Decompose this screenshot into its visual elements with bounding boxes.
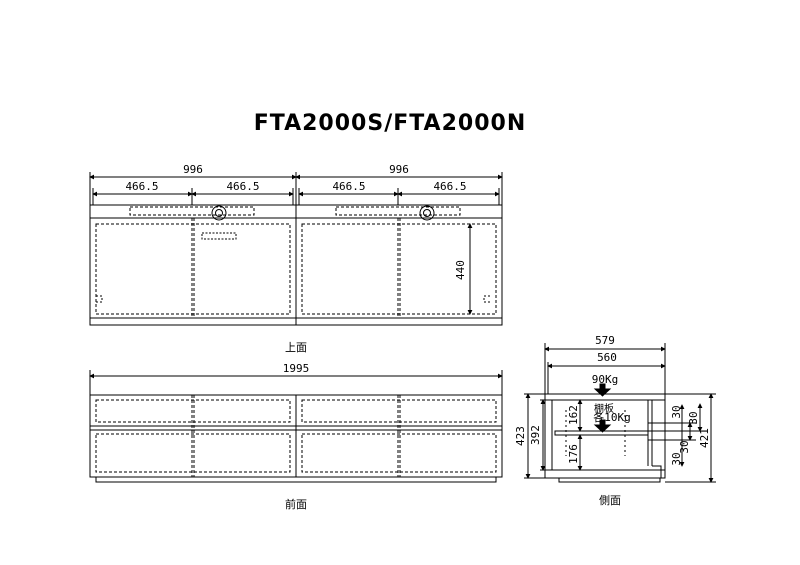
door-width-1: 466.5 xyxy=(125,180,158,193)
door-width-3: 466.5 xyxy=(332,180,365,193)
cable-hole-icon xyxy=(211,205,435,221)
top-load-rating: 90Kg xyxy=(592,373,619,386)
side-height-inner: 392 xyxy=(529,425,542,445)
drawing-title: FTA2000S/FTA2000N xyxy=(254,111,526,136)
top-width-left: 996 xyxy=(183,163,203,176)
side-depth-total: 579 xyxy=(595,334,615,347)
top-view-label: 上面 xyxy=(285,341,307,354)
top-inner-depth: 440 xyxy=(454,260,467,280)
front-total-width: 1995 xyxy=(283,362,310,375)
right-dim-30-b: 30 xyxy=(687,411,700,424)
front-view-label: 前面 xyxy=(285,497,307,511)
lower-space-height: 176 xyxy=(567,444,580,464)
door-width-2: 466.5 xyxy=(226,180,259,193)
side-height-total: 423 xyxy=(514,426,527,446)
top-view xyxy=(89,172,503,326)
upper-space-height: 162 xyxy=(567,405,580,425)
shelf-load-rating: 各10Kg xyxy=(593,410,631,424)
front-view xyxy=(89,370,503,483)
side-depth-inner: 560 xyxy=(597,351,617,364)
right-dim-30-c: 30 xyxy=(678,440,691,453)
load-arrow-icon xyxy=(593,383,612,433)
door-width-4: 466.5 xyxy=(433,180,466,193)
shelf-label: 棚板 xyxy=(594,402,614,415)
right-dim-30-d: 30 xyxy=(670,452,683,465)
side-view xyxy=(524,343,716,483)
side-height-right: 421 xyxy=(698,428,711,448)
top-width-right: 996 xyxy=(389,163,409,176)
vent-slots-icon xyxy=(201,232,237,240)
right-dim-30-a: 30 xyxy=(670,405,683,418)
side-view-label: 側面 xyxy=(599,494,621,507)
